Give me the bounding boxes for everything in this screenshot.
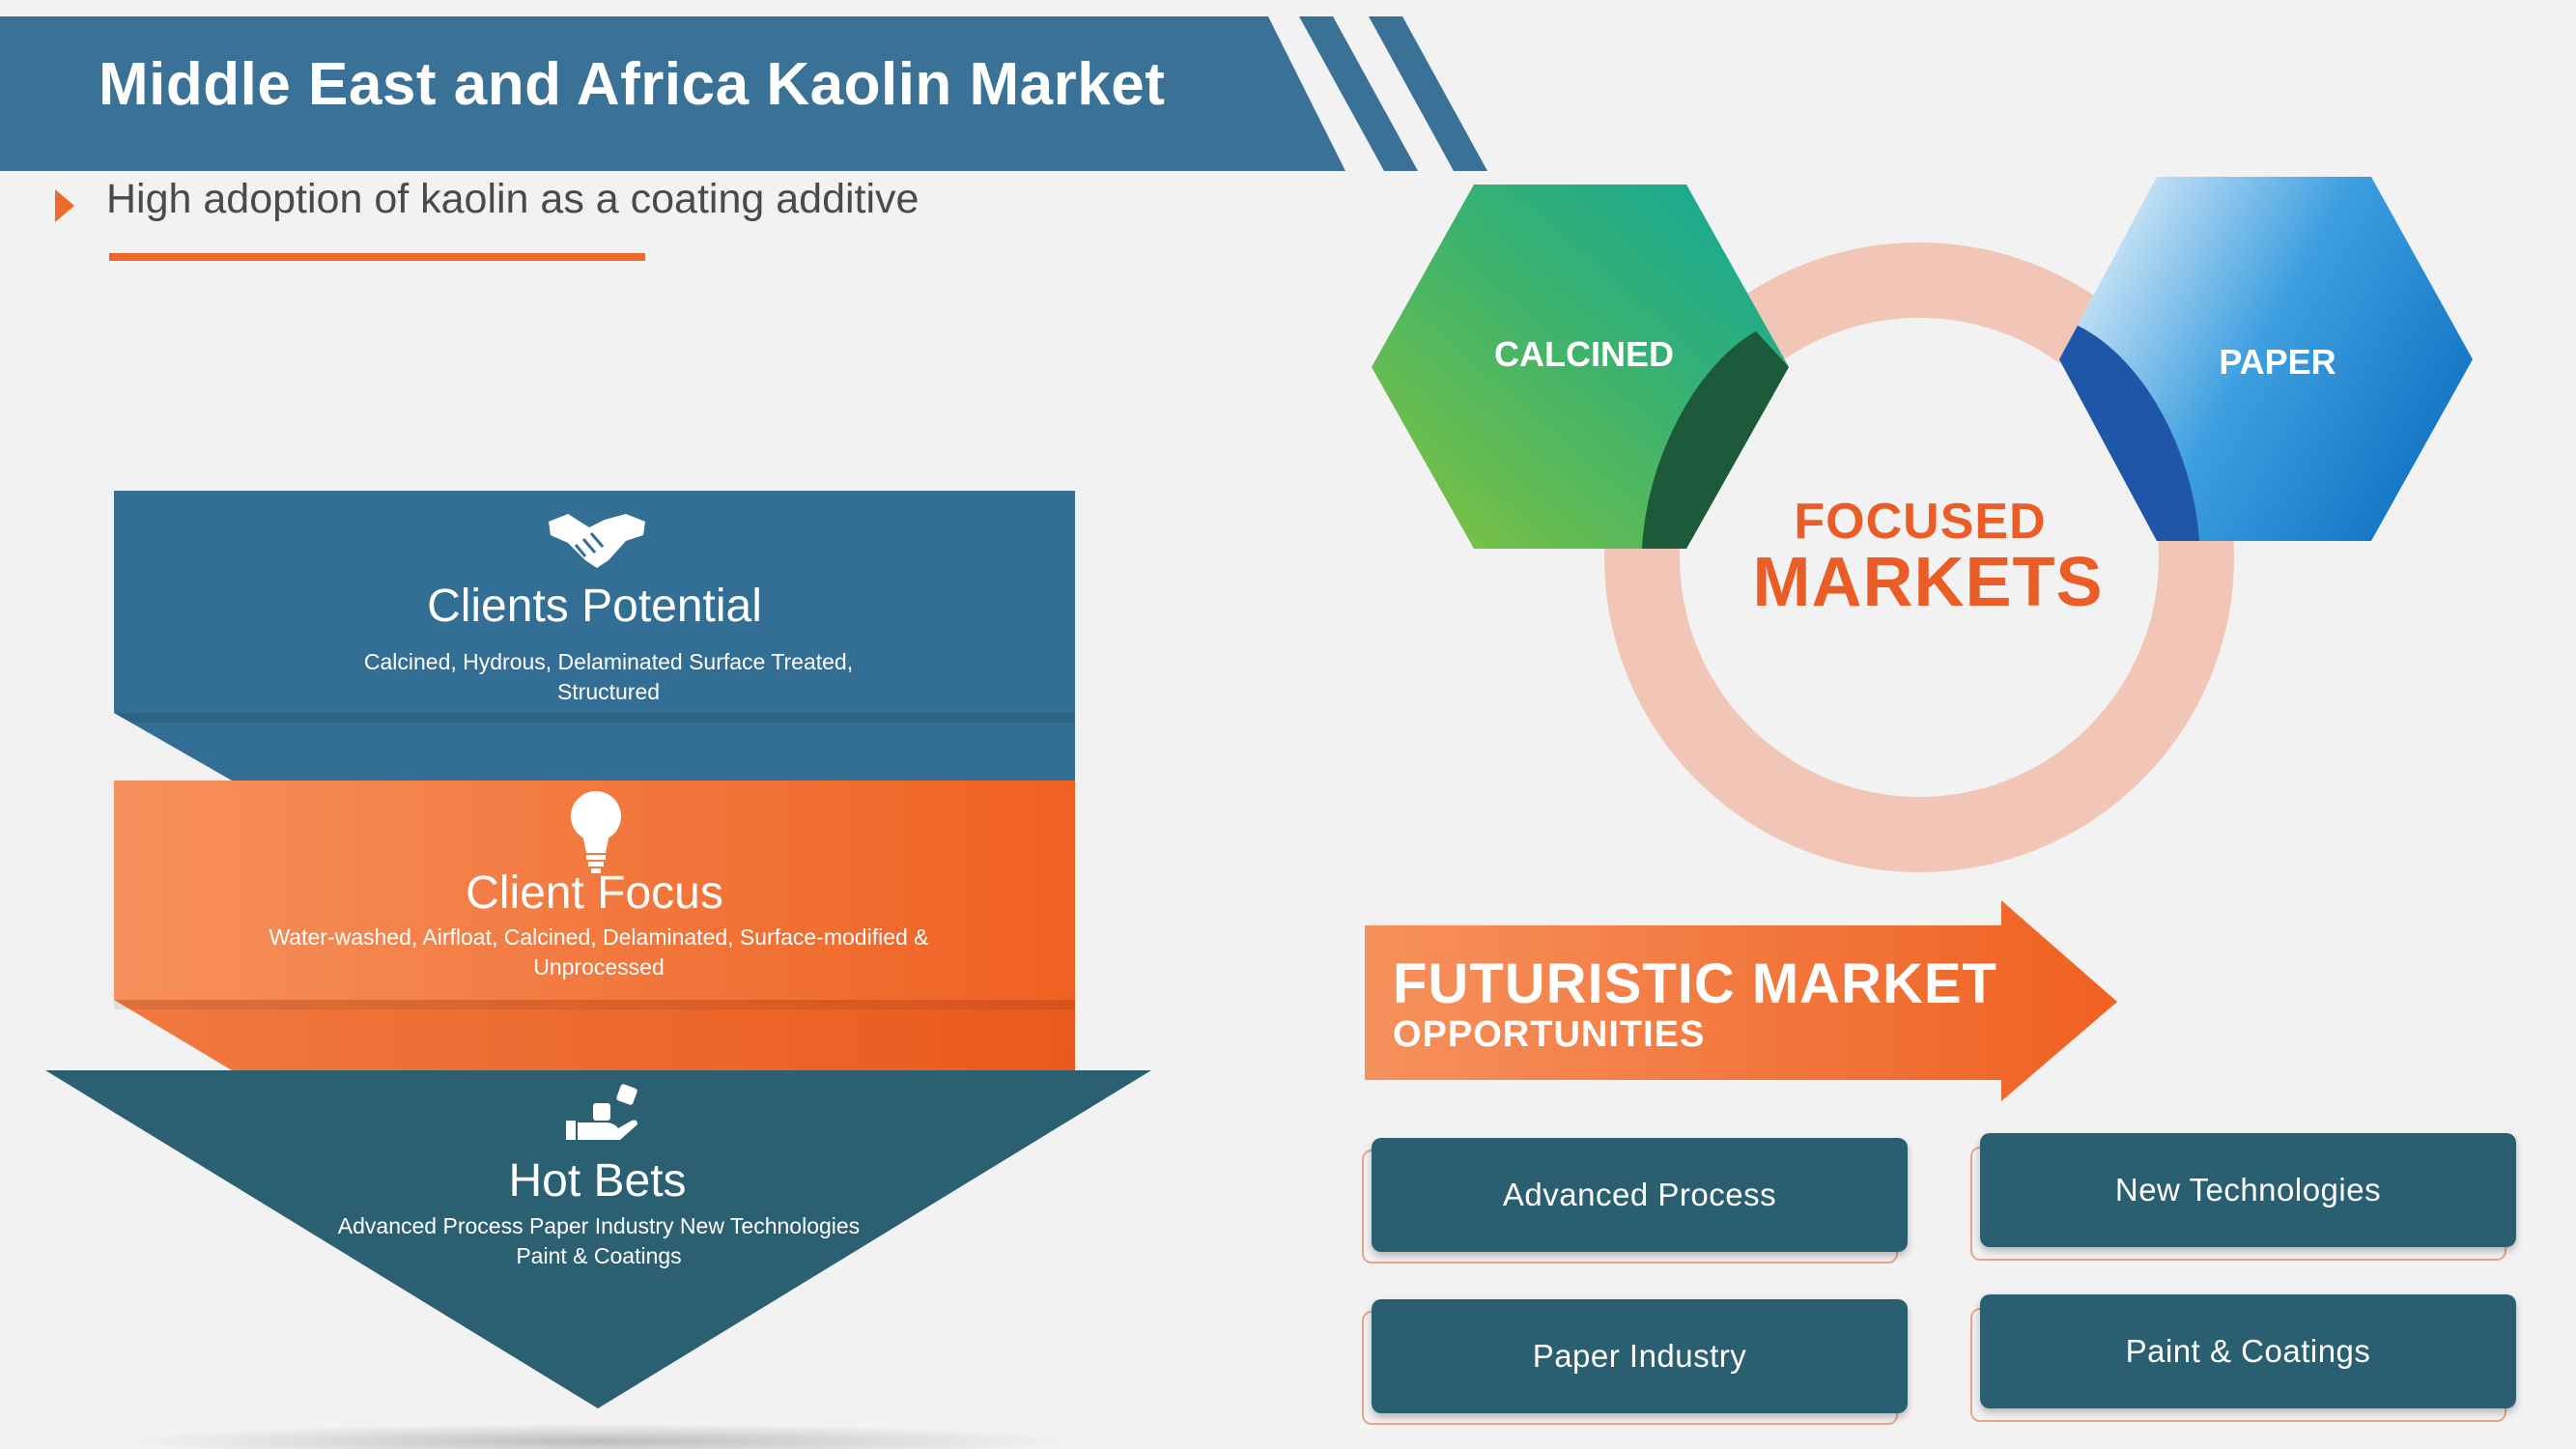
- header-stripe-2: [1369, 16, 1487, 171]
- handshake-icon: [549, 514, 645, 568]
- hex-paper-overlap: [2059, 326, 2199, 541]
- futuristic-arrow: [1365, 900, 2117, 1101]
- lightbulb-icon: [571, 791, 621, 873]
- subtitle-bullet-icon: [55, 189, 74, 222]
- opportunity-paint-coatings: Paint & Coatings: [1980, 1294, 2516, 1408]
- clients-potential-title: Clients Potential: [427, 581, 762, 632]
- hot-bets-description: Advanced Process Paper Industry New Tech…: [337, 1213, 861, 1268]
- focused-label: FOCUSED: [1794, 494, 2047, 550]
- subtitle-underline: [109, 253, 645, 261]
- hex-paper-label: PAPER: [2219, 342, 2336, 382]
- header-stripe-1: [1299, 16, 1418, 171]
- hot-bets-triangle: [45, 1070, 1151, 1408]
- markets-label: MARKETS: [1752, 544, 2104, 621]
- opportunities-label: OPPORTUNITIES: [1393, 1014, 1706, 1055]
- band-clients-potential-fold: [114, 713, 1075, 781]
- hex-calcined-overlap: [1642, 331, 1789, 549]
- header-banner: [0, 16, 1345, 171]
- hot-bets-title: Hot Bets: [508, 1155, 687, 1207]
- opportunity-new-technologies: New Technologies: [1980, 1133, 2516, 1247]
- futuristic-market-label: FUTURISTIC MARKET: [1393, 952, 1997, 1015]
- focused-markets-ring: [1604, 242, 2234, 872]
- client-focus-title: Client Focus: [466, 867, 723, 919]
- page-subtitle: High adoption of kaolin as a coating add…: [106, 176, 920, 222]
- hex-calcined-label: CALCINED: [1494, 334, 1674, 374]
- clients-potential-description: Calcined, Hydrous, Delaminated Surface T…: [363, 649, 854, 704]
- opportunity-paper-industry: Paper Industry: [1372, 1299, 1908, 1413]
- page-title: Middle East and Africa Kaolin Market: [99, 51, 1166, 118]
- band-client-focus-fold: [114, 1000, 1075, 1070]
- opportunity-advanced-process: Advanced Process: [1372, 1138, 1908, 1252]
- hand-dice-icon: [566, 1084, 637, 1140]
- client-focus-description: Water-washed, Airfloat, Calcined, Delami…: [269, 924, 929, 980]
